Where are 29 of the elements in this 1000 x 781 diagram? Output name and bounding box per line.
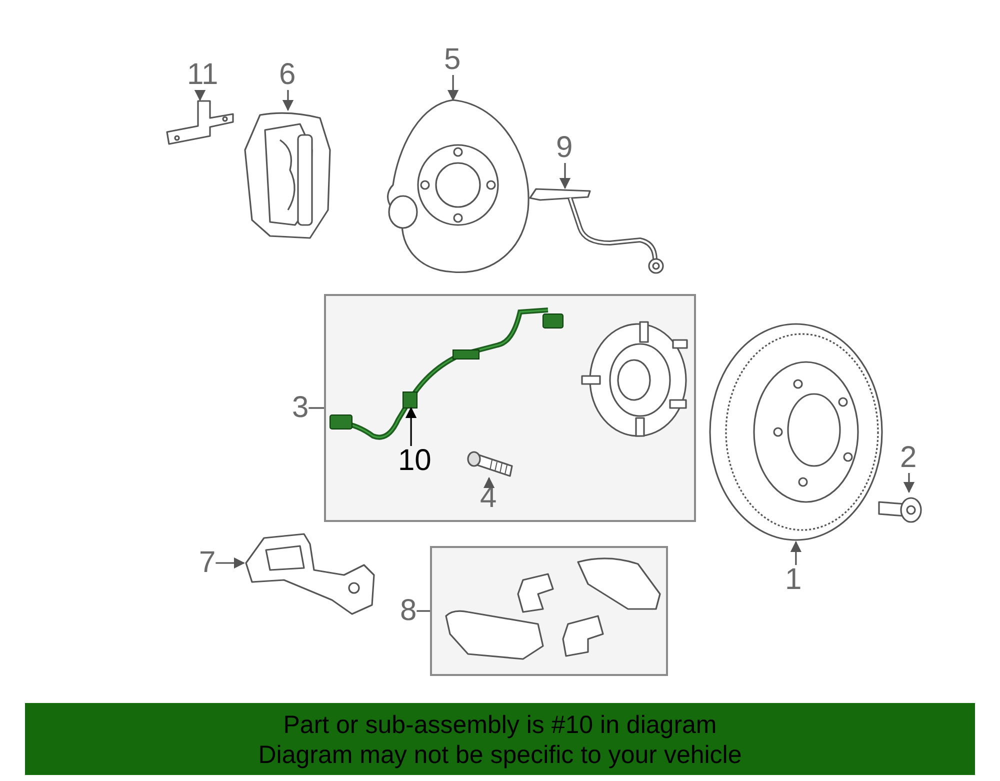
callout-number: 5 <box>444 45 461 75</box>
callout-number: 7 <box>199 548 216 578</box>
callout-number: 10 <box>398 446 432 476</box>
parts-frame <box>430 546 668 676</box>
leader-line <box>903 473 915 494</box>
leader-line <box>416 610 430 612</box>
callout-number: 4 <box>480 483 497 513</box>
callout-number: 8 <box>400 596 417 626</box>
leader-line <box>559 163 571 190</box>
leader-line <box>308 407 324 409</box>
callout-number: 1 <box>785 565 802 595</box>
brake-rotor-drawing <box>708 322 886 542</box>
leader-line <box>194 90 206 102</box>
leader-line <box>216 557 246 569</box>
callout-number: 3 <box>292 393 309 423</box>
notice-text: Diagram may not be specific to your vehicle <box>257 741 743 769</box>
parts-frame <box>324 294 696 522</box>
callout-number: 11 <box>187 60 218 90</box>
leader-line <box>483 476 495 488</box>
leader-line <box>405 406 417 446</box>
callout-number: 2 <box>900 443 917 473</box>
leader-line <box>447 75 459 102</box>
caliper-bracket-drawing <box>244 530 376 618</box>
callout-number: 9 <box>556 133 573 163</box>
wheel-stud-drawing <box>466 452 514 478</box>
leader-line <box>790 540 802 565</box>
callout-number: 6 <box>279 60 296 90</box>
leader-line <box>282 90 294 112</box>
notice-text: Part or sub-assembly is #10 in diagram <box>282 711 718 739</box>
